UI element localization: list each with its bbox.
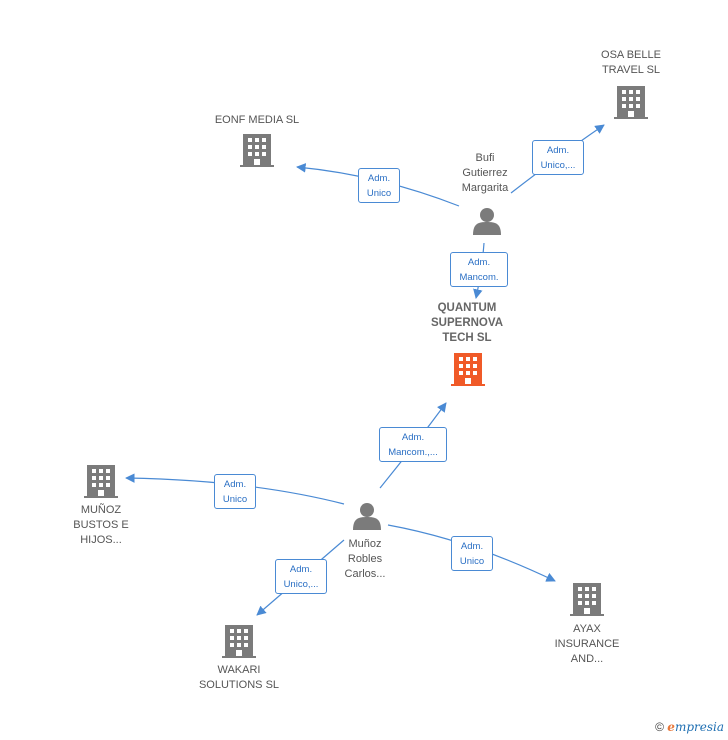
edge-label-bufi-osa[interactable]: Adm. Unico,...: [532, 140, 584, 175]
company-building-icon[interactable]: [570, 583, 604, 616]
person-icon[interactable]: [353, 503, 381, 530]
node-label-ayax[interactable]: AYAX INSURANCE AND...: [554, 623, 620, 665]
copyright-symbol: ©: [655, 720, 664, 734]
main-company-building-icon[interactable]: [451, 353, 485, 386]
node-label-eonf-media[interactable]: EONF MEDIA SL: [214, 114, 300, 126]
edge-label-munoz-quantum[interactable]: Adm. Mancom.,...: [379, 427, 447, 462]
person-icon[interactable]: [473, 208, 501, 235]
edge-label-bufi-quantum[interactable]: Adm. Mancom.: [450, 252, 508, 287]
edge-label-munoz-wakari[interactable]: Adm. Unico,...: [275, 559, 327, 594]
brand-name: mpresia: [674, 720, 724, 734]
node-label-munoz-bustos[interactable]: MUÑOZ BUSTOS E HIJOS...: [73, 504, 129, 546]
brand-initial: e: [667, 720, 675, 734]
edge-label-munoz-ayax[interactable]: Adm. Unico: [451, 536, 493, 571]
node-label-bufi[interactable]: Bufi Gutierrez Margarita: [461, 152, 509, 194]
node-label-quantum[interactable]: QUANTUM SUPERNOVA TECH SL: [431, 302, 503, 344]
company-building-icon[interactable]: [84, 465, 118, 498]
edge-label-bufi-eonf[interactable]: Adm. Unico: [358, 168, 400, 203]
footer-copyright: © empresia: [655, 720, 724, 734]
company-building-icon[interactable]: [240, 134, 274, 167]
edge-label-munoz-bustos[interactable]: Adm. Unico: [214, 474, 256, 509]
company-building-icon[interactable]: [222, 625, 256, 658]
node-label-munoz-robles[interactable]: Muñoz Robles Carlos...: [344, 538, 386, 580]
company-building-icon[interactable]: [614, 86, 648, 119]
node-label-osa-belle[interactable]: OSA BELLE TRAVEL SL: [601, 49, 661, 76]
node-label-wakari[interactable]: WAKARI SOLUTIONS SL: [198, 664, 280, 691]
